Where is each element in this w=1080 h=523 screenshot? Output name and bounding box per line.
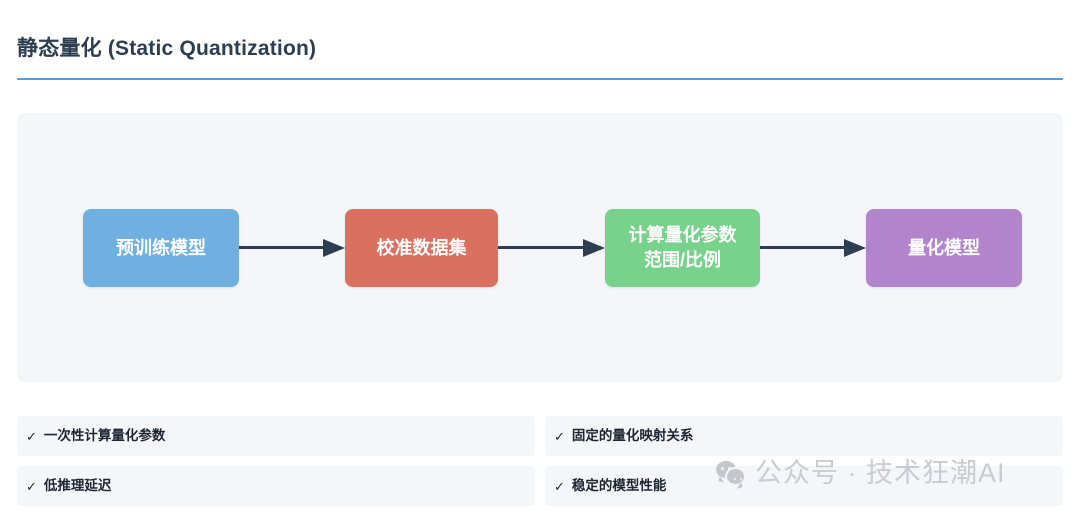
feature-list: ✓ 一次性计算量化参数 ✓ 固定的量化映射关系 ✓ 低推理延迟 ✓ 稳定的模型性… (17, 416, 1063, 506)
title-divider (17, 78, 1063, 80)
page-title: 静态量化 (Static Quantization) (17, 37, 317, 60)
list-item: ✓ 低推理延迟 (17, 466, 535, 506)
list-item: ✓ 一次性计算量化参数 (17, 416, 535, 456)
page-header: 静态量化 (Static Quantization) (17, 34, 1063, 80)
flow-node-calibration-dataset[interactable]: 校准数据集 (345, 209, 498, 287)
arrow-shaft (239, 246, 323, 249)
flow-node-label: 量化模型 (908, 237, 980, 258)
flow-node-pretrained-model[interactable]: 预训练模型 (83, 209, 239, 287)
check-icon: ✓ (554, 478, 565, 494)
list-item-label: 低推理延迟 (43, 478, 112, 493)
diagram-panel: 预训练模型 校准数据集 计算量化参数 范围/比例 量化模型 (17, 113, 1063, 382)
arrow-head-icon (844, 239, 866, 257)
check-icon: ✓ (26, 428, 37, 444)
flow-node-label: 校准数据集 (376, 237, 467, 258)
arrow-shaft (760, 246, 844, 249)
list-item-label: 固定的量化映射关系 (571, 428, 694, 443)
list-item-label: 一次性计算量化参数 (43, 428, 166, 443)
flow-arrow-2 (498, 239, 605, 257)
check-icon: ✓ (554, 428, 565, 444)
flow-node-label: 预训练模型 (116, 237, 206, 258)
flow-node-quantized-model[interactable]: 量化模型 (866, 209, 1022, 287)
list-item: ✓ 固定的量化映射关系 (545, 416, 1063, 456)
flow-chart: 预训练模型 校准数据集 计算量化参数 范围/比例 量化模型 (17, 209, 1063, 287)
arrow-shaft (498, 246, 583, 249)
flow-node-compute-quant-params[interactable]: 计算量化参数 范围/比例 (605, 209, 760, 287)
flow-arrow-3 (760, 239, 866, 257)
check-icon: ✓ (26, 478, 37, 494)
list-item-label: 稳定的模型性能 (571, 478, 667, 493)
list-item: ✓ 稳定的模型性能 (545, 466, 1063, 506)
flow-node-label: 计算量化参数 范围/比例 (628, 225, 737, 270)
flow-arrow-1 (239, 239, 345, 257)
arrow-head-icon (323, 239, 345, 257)
arrow-head-icon (583, 239, 605, 257)
